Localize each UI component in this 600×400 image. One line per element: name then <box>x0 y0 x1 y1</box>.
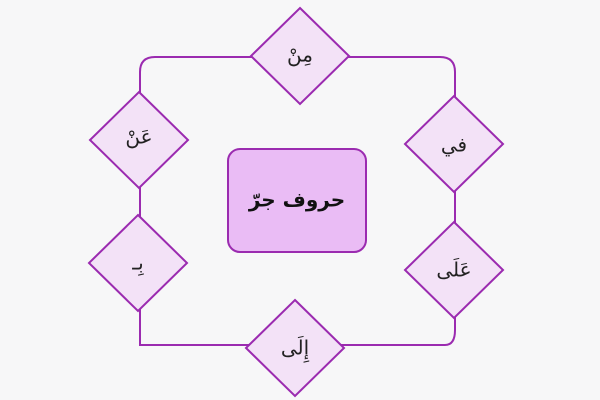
node-right-upper: في <box>403 94 505 194</box>
center-label: حروف جرّ <box>248 188 345 212</box>
node-right-lower: عَلَى <box>403 220 505 320</box>
node-left-upper-label: عَنْ <box>125 125 152 149</box>
node-left-upper: عَنْ <box>88 90 190 190</box>
node-right-lower-label: عَلَى <box>436 257 471 281</box>
node-right-upper-label: في <box>441 133 467 158</box>
node-left-lower: بِـ <box>87 213 189 313</box>
node-bottom: إِلَى <box>244 298 346 398</box>
node-top: مِنْ <box>249 6 351 106</box>
center-node: حروف جرّ <box>227 148 367 253</box>
node-top-label: مِنْ <box>287 43 313 67</box>
node-left-lower-label: بِـ <box>131 251 144 276</box>
node-bottom-label: إِلَى <box>281 335 310 363</box>
